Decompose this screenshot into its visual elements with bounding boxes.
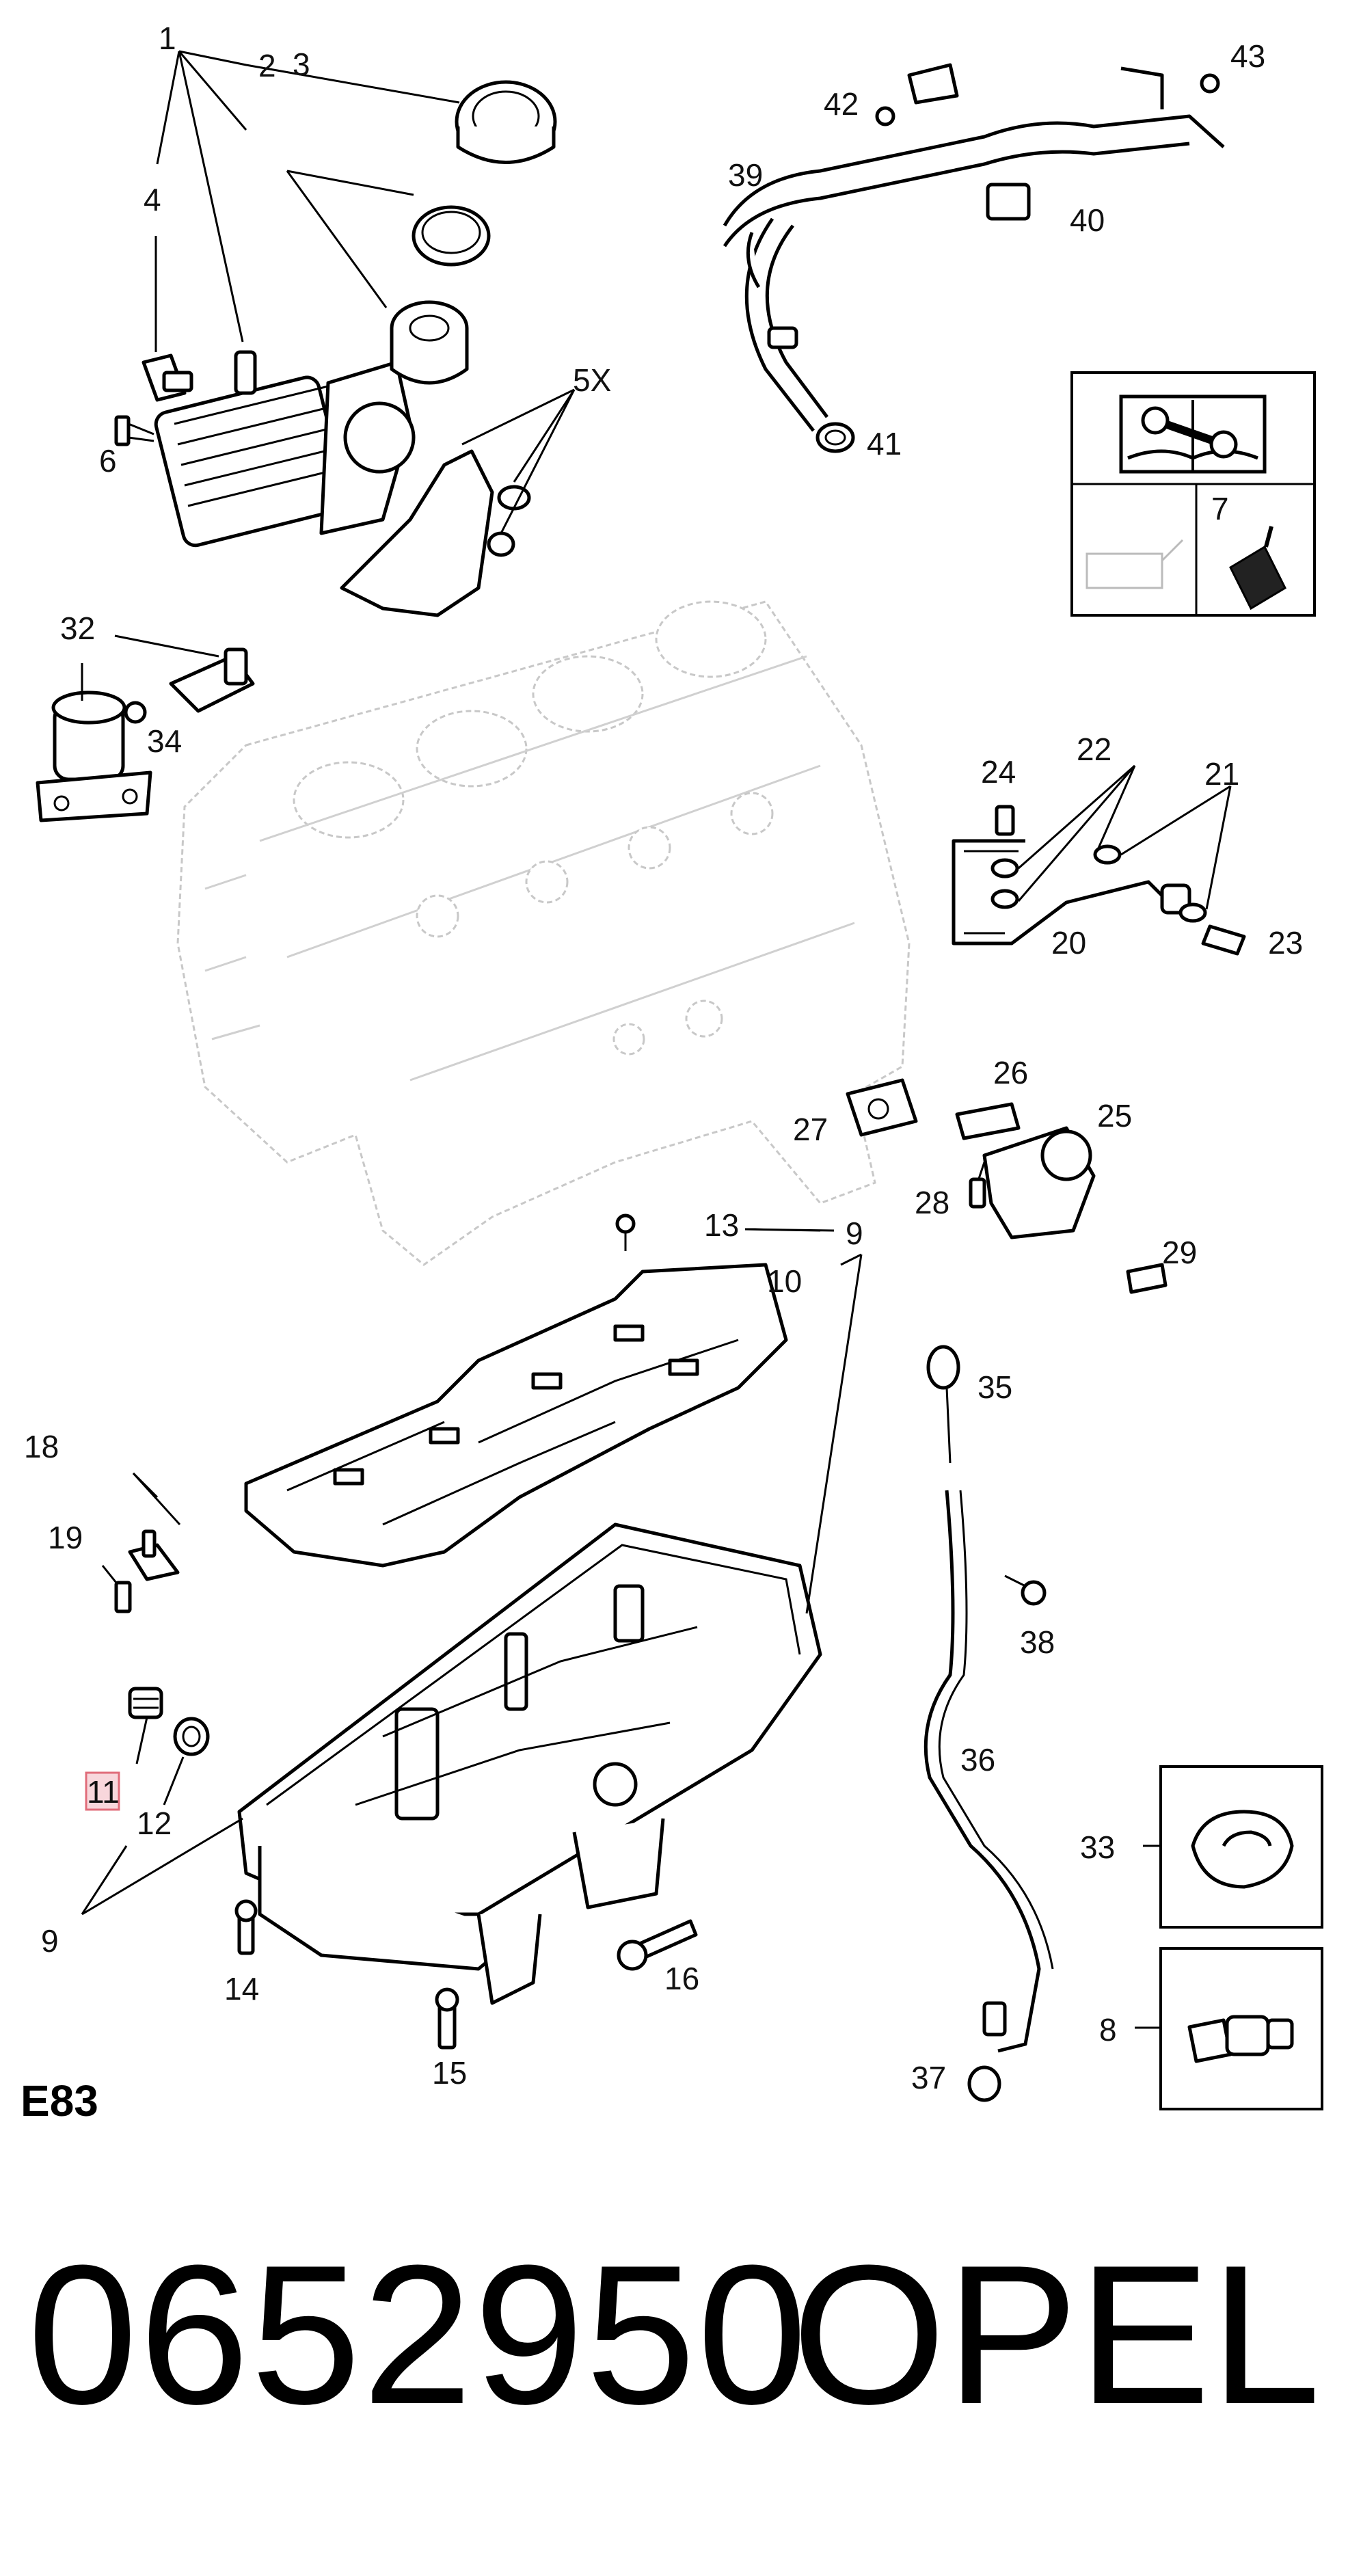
label-27: 27 [793,1112,828,1147]
bolt-14 [234,1899,258,1955]
oil-filter-cap [455,80,557,164]
oil-pan [237,1522,822,2005]
label-26: 26 [993,1055,1028,1090]
label-41: 41 [867,426,902,461]
label-3: 3 [293,46,310,82]
label-42: 42 [824,86,859,122]
dipstick-tube [924,1345,1054,2053]
label-11-highlight [85,1771,120,1811]
oil-pressure-switch-icon [1187,2015,1294,2063]
label-33: 33 [1080,1829,1115,1865]
label-9-top: 9 [846,1216,863,1251]
part-labels: 1 2 3 4 5X 6 7 8 9 9 10 11 12 13 14 15 1… [21,21,1303,2125]
label-15: 15 [432,2055,467,2091]
section-code: E83 [21,2076,98,2125]
label-28: 28 [915,1185,949,1220]
label-19: 19 [48,1520,83,1555]
label-39: 39 [728,157,763,193]
label-35: 35 [978,1369,1012,1405]
oil-can-icon [1086,539,1184,589]
oil-baffle-plate [244,1263,788,1568]
label-12: 12 [137,1806,172,1841]
bracket-18-19 [114,1529,180,1613]
label-24: 24 [981,754,1016,790]
label-25: 25 [1097,1098,1132,1133]
label-36: 36 [960,1742,995,1777]
label-34: 34 [147,723,182,759]
label-5x: 5X [573,362,611,398]
box-8 [1159,1947,1323,2110]
coolant-pipe-assembly [723,63,1225,432]
label-4: 4 [144,182,161,217]
label-32: 32 [60,611,95,646]
part-number: 0652950 [27,2224,809,2445]
workshop-manual-icon [1119,394,1267,474]
pressure-sensor-small [141,353,193,402]
label-21: 21 [1204,756,1239,792]
label-22: 22 [1077,732,1111,767]
label-2: 2 [258,48,276,83]
bolt-28 [969,1177,986,1209]
label-43: 43 [1230,38,1265,74]
oil-pump-solenoid [36,690,152,822]
hose-clamp-41 [815,422,855,453]
info-box [1070,371,1316,617]
drain-plug-11 [128,1687,163,1719]
label-14: 14 [224,1971,259,2007]
oil-filter-seal-ring [412,205,491,267]
bolt-13 [615,1213,636,1251]
gasket-26 [955,1102,1021,1140]
brand-name: OPEL [792,2224,1321,2445]
engine-block-ghost [176,600,911,1266]
label-8: 8 [1099,2012,1117,2048]
label-6: 6 [99,443,117,479]
bolt-15 [435,1987,459,2050]
box-33 [1159,1765,1323,1929]
oil-filter-element [390,300,469,385]
oil-drain-elbow-25 [969,1126,1096,1239]
label-23: 23 [1268,925,1303,961]
bolt-29 [1126,1263,1168,1294]
bolt-16 [617,1919,698,1971]
bolt-38 [1004,1574,1047,1606]
leader-lines [81,50,1232,2029]
label-1: 1 [159,21,176,56]
connector-32 [169,647,255,713]
sealant-tube-icon [1229,526,1286,611]
label-38: 38 [1020,1624,1055,1660]
label-16: 16 [664,1961,699,1996]
oil-return-pipe [952,805,1246,956]
label-37: 37 [911,2060,946,2095]
label-7: 7 [1211,491,1229,526]
oil-cooler-assembly [154,350,416,548]
label-40: 40 [1070,202,1105,238]
label-20: 20 [1051,925,1086,961]
bolt-6 [114,415,154,446]
label-10: 10 [767,1263,802,1299]
label-11: 11 [87,1774,120,1810]
label-9-bottom: 9 [41,1923,59,1959]
plug-37 [967,2065,1001,2102]
seal-ring-12 [173,1717,210,1756]
label-18: 18 [24,1429,59,1464]
gasket-5x [340,449,531,617]
label-29: 29 [1162,1235,1197,1270]
bolt-34 [124,701,147,724]
label-13: 13 [704,1207,739,1243]
oil-feed-flange-27 [846,1078,918,1137]
